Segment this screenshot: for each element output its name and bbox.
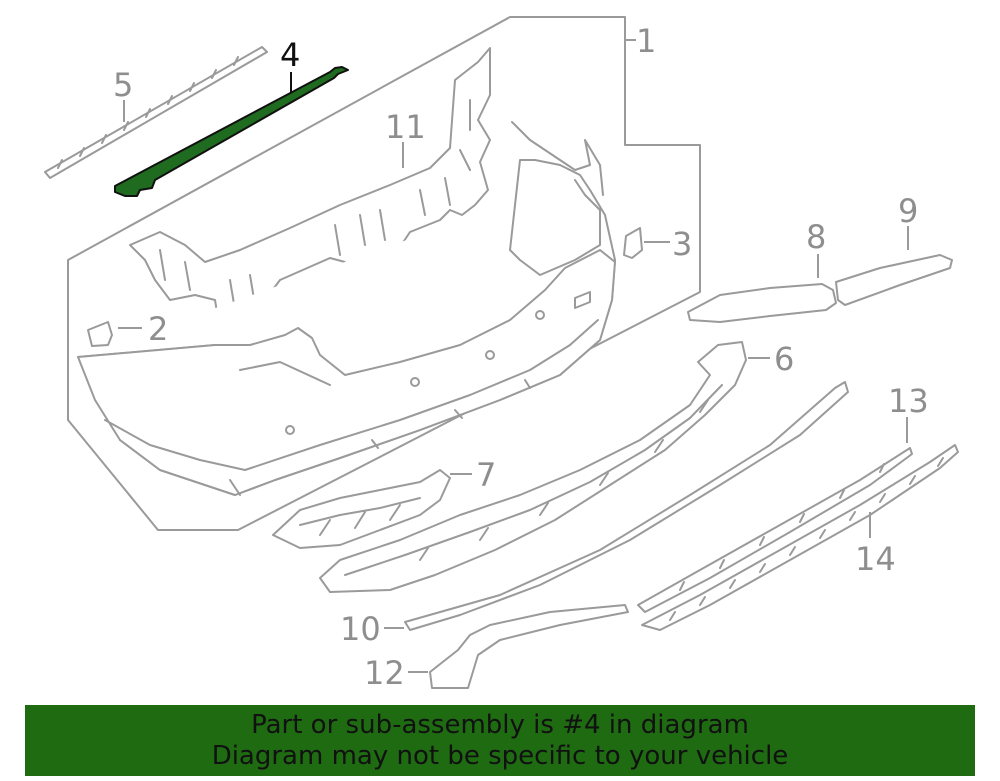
banner-line-1: Part or sub-assembly is #4 in diagram [251,709,749,740]
part-6-diffuser [319,341,747,593]
callout-6: 6 [774,340,794,378]
callout-10: 10 [340,610,381,648]
part-14-molding [641,444,959,631]
callout-3: 3 [672,225,692,263]
banner-line-2: Diagram may not be specific to your vehi… [211,740,789,771]
callout-14: 14 [855,540,896,578]
callout-2: 2 [148,310,168,348]
callout-13: 13 [888,382,929,420]
callout-1: 1 [636,22,656,60]
callout-5: 5 [113,66,133,104]
part-3-bracket [623,227,643,259]
callout-12: 12 [364,654,405,692]
part-5-trim-strip [44,46,268,179]
part-12-trim [429,604,629,689]
part-10-strip [404,381,849,631]
part-7-bracket [272,469,451,549]
assembly-boundary [67,16,701,531]
callout-4: 4 [280,36,300,74]
callout-8: 8 [806,218,826,256]
part-9-reflector [835,254,953,306]
part-8-reflector [687,283,837,323]
callout-9: 9 [898,192,918,230]
leader-lines [118,39,909,673]
parts-diagram: 1 2 3 4 5 6 7 8 9 10 11 12 13 14 [44,16,959,692]
part-13-molding [637,447,913,613]
part-2-bracket [87,321,113,347]
part-1-bumper-cover [77,121,616,496]
callout-11: 11 [385,108,426,146]
callout-7: 7 [476,456,496,494]
part-4-highlighted [114,66,349,197]
info-banner: Part or sub-assembly is #4 in diagram Di… [25,705,975,776]
